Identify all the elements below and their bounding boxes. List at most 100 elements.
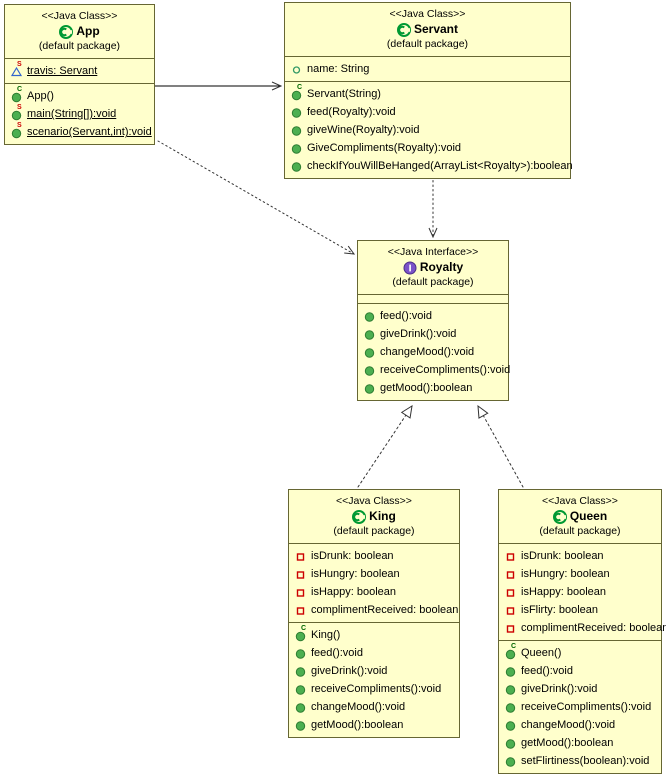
class-name: Queen bbox=[569, 509, 608, 524]
method-row[interactable]: C Servant(String) bbox=[285, 83, 570, 103]
method-row[interactable]: C King() bbox=[289, 625, 459, 644]
public-constructor-icon: C bbox=[294, 625, 307, 642]
method-label: changeMood():void bbox=[311, 701, 406, 714]
methods-section-servant: C Servant(String) feed(Royalty):void bbox=[285, 82, 573, 178]
field-label: isHappy: boolean bbox=[521, 586, 607, 599]
interface-name: Royalty bbox=[419, 260, 464, 275]
method-row[interactable]: checkIfYouWillBeHanged(ArrayList<Royalty… bbox=[285, 157, 573, 175]
method-row[interactable]: GiveCompliments(Royalty):void bbox=[285, 139, 570, 157]
method-row[interactable]: C App() bbox=[5, 85, 154, 105]
method-row[interactable]: feed():void bbox=[289, 644, 459, 662]
method-row[interactable]: C Queen() bbox=[499, 642, 661, 662]
fields-section-app: S travis: Servant bbox=[5, 59, 154, 85]
method-row[interactable]: giveWine(Royalty):void bbox=[285, 121, 570, 139]
package-label: (default package) bbox=[539, 525, 621, 538]
method-label: giveDrink():void bbox=[521, 683, 598, 696]
public-method-icon bbox=[290, 160, 303, 173]
method-row[interactable]: getMood():boolean bbox=[289, 716, 459, 734]
fields-section-queen: isDrunk: boolean isHungry: boolean isHap… bbox=[499, 544, 666, 642]
class-header-queen: <<Java Class>> Queen (default package) bbox=[499, 490, 661, 545]
method-label: giveDrink():void bbox=[311, 665, 388, 678]
class-box-queen[interactable]: <<Java Class>> Queen (default package) i… bbox=[498, 489, 666, 774]
package-label: (default package) bbox=[392, 276, 474, 289]
stereotype-label: <<Java Class>> bbox=[389, 8, 466, 20]
public-method-icon bbox=[363, 310, 376, 323]
fields-section-king: isDrunk: boolean isHungry: boolean isHap… bbox=[289, 544, 459, 624]
class-name: Servant bbox=[413, 22, 459, 37]
method-label: receiveCompliments():void bbox=[521, 701, 652, 714]
class-box-servant[interactable]: <<Java Class>> Servant (default package)… bbox=[284, 2, 573, 180]
class-box-king[interactable]: <<Java Class>> King (default package) is… bbox=[288, 489, 460, 739]
method-row[interactable]: getMood():boolean bbox=[358, 379, 508, 397]
method-row[interactable]: feed(Royalty):void bbox=[285, 103, 570, 121]
method-label: checkIfYouWillBeHanged(ArrayList<Royalty… bbox=[307, 160, 573, 173]
method-row[interactable]: setFlirtiness(boolean):void bbox=[499, 752, 661, 770]
constructor-marker: C bbox=[297, 83, 303, 91]
static-marker: S bbox=[17, 121, 22, 129]
field-row[interactable]: isDrunk: boolean bbox=[499, 547, 661, 565]
method-row[interactable]: receiveCompliments():void bbox=[358, 361, 511, 379]
method-row[interactable]: S main(String[]):void bbox=[5, 103, 154, 123]
constructor-marker: C bbox=[301, 624, 307, 632]
constructor-marker: C bbox=[511, 642, 517, 650]
field-row[interactable]: S travis: Servant bbox=[5, 61, 154, 80]
private-field-icon bbox=[504, 604, 517, 617]
public-static-method-icon: S bbox=[10, 122, 23, 139]
package-field-icon bbox=[290, 63, 303, 76]
field-label: travis: Servant bbox=[27, 65, 98, 78]
stereotype-label: <<Java Class>> bbox=[542, 495, 618, 507]
methods-section-app: C App() S main(String[]):void bbox=[5, 84, 154, 144]
field-label: complimentReceived: boolean bbox=[311, 604, 459, 617]
field-label: isHappy: boolean bbox=[311, 586, 397, 599]
method-label: changeMood():void bbox=[380, 346, 475, 359]
private-field-icon bbox=[294, 550, 307, 563]
public-method-icon bbox=[294, 683, 307, 696]
field-label: name: String bbox=[307, 63, 370, 76]
method-row[interactable]: feed():void bbox=[499, 662, 661, 680]
method-row[interactable]: feed():void bbox=[358, 307, 508, 325]
class-box-app[interactable]: <<Java Class>> App (default package) S t… bbox=[4, 4, 155, 146]
field-row[interactable]: isHungry: boolean bbox=[289, 565, 459, 583]
method-row[interactable]: changeMood():void bbox=[358, 343, 508, 361]
static-marker: S bbox=[17, 103, 22, 111]
field-row[interactable]: isHungry: boolean bbox=[499, 565, 661, 583]
package-label: (default package) bbox=[386, 38, 469, 51]
methods-section-queen: C Queen() feed():void giveDrink():void bbox=[499, 641, 661, 773]
class-header-servant: <<Java Class>> Servant (default package) bbox=[285, 3, 570, 58]
field-row[interactable]: isDrunk: boolean bbox=[289, 547, 459, 565]
package-label: (default package) bbox=[38, 40, 121, 53]
stereotype-label: <<Java Class>> bbox=[336, 495, 412, 507]
method-label: receiveCompliments():void bbox=[380, 364, 511, 377]
field-row[interactable]: complimentReceived: boolean bbox=[499, 619, 666, 637]
public-method-icon bbox=[504, 755, 517, 768]
method-row[interactable]: changeMood():void bbox=[499, 716, 661, 734]
field-row[interactable]: isFlirty: boolean bbox=[499, 601, 661, 619]
method-row[interactable]: receiveCompliments():void bbox=[289, 680, 459, 698]
field-row[interactable]: complimentReceived: boolean bbox=[289, 601, 459, 619]
public-method-icon bbox=[294, 647, 307, 660]
class-name: App bbox=[76, 24, 100, 39]
public-method-icon bbox=[504, 737, 517, 750]
field-row[interactable]: isHappy: boolean bbox=[289, 583, 459, 601]
field-row[interactable]: name: String bbox=[285, 60, 570, 78]
method-row[interactable]: changeMood():void bbox=[289, 698, 459, 716]
method-label: getMood():boolean bbox=[380, 382, 473, 395]
java-class-icon bbox=[552, 509, 567, 524]
interface-header-royalty: <<Java Interface>> Royalty (default pack… bbox=[358, 241, 508, 296]
method-row[interactable]: S scenario(Servant,int):void bbox=[5, 122, 154, 141]
method-row[interactable]: giveDrink():void bbox=[289, 662, 459, 680]
interface-box-royalty[interactable]: <<Java Interface>> Royalty (default pack… bbox=[357, 240, 511, 402]
method-row[interactable]: receiveCompliments():void bbox=[499, 698, 661, 716]
constructor-marker: C bbox=[17, 85, 23, 93]
private-field-icon bbox=[504, 586, 517, 599]
method-row[interactable]: giveDrink():void bbox=[358, 325, 508, 343]
private-field-icon bbox=[504, 622, 517, 635]
field-row[interactable]: isHappy: boolean bbox=[499, 583, 661, 601]
public-method-icon bbox=[294, 719, 307, 732]
method-label: setFlirtiness(boolean):void bbox=[521, 755, 650, 768]
method-row[interactable]: giveDrink():void bbox=[499, 680, 661, 698]
method-label: giveDrink():void bbox=[380, 328, 457, 341]
type-name-line: Royalty bbox=[362, 260, 504, 275]
method-row[interactable]: getMood():boolean bbox=[499, 734, 661, 752]
public-method-icon bbox=[504, 701, 517, 714]
